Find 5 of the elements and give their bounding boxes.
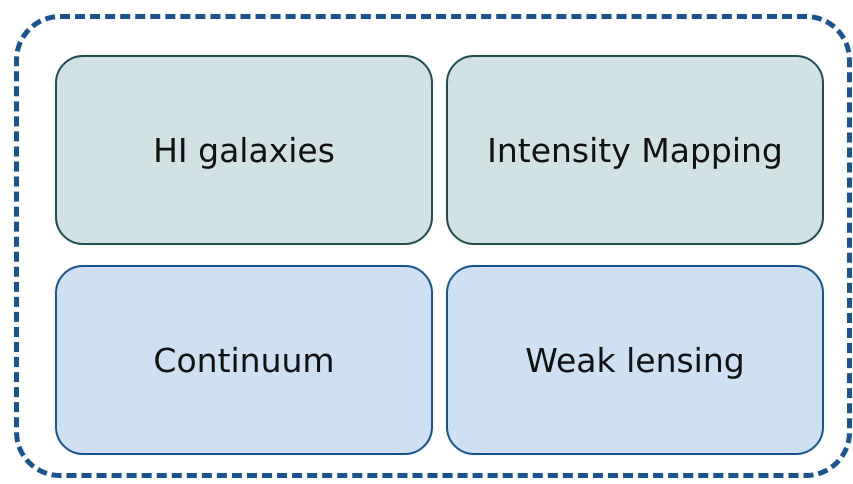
category-panel: Continuum [55, 265, 433, 455]
dashed-group-outline [14, 14, 852, 478]
category-panel: Intensity Mapping [446, 55, 824, 245]
category-panel: Weak lensing [446, 265, 824, 455]
category-panel: HI galaxies [55, 55, 433, 245]
